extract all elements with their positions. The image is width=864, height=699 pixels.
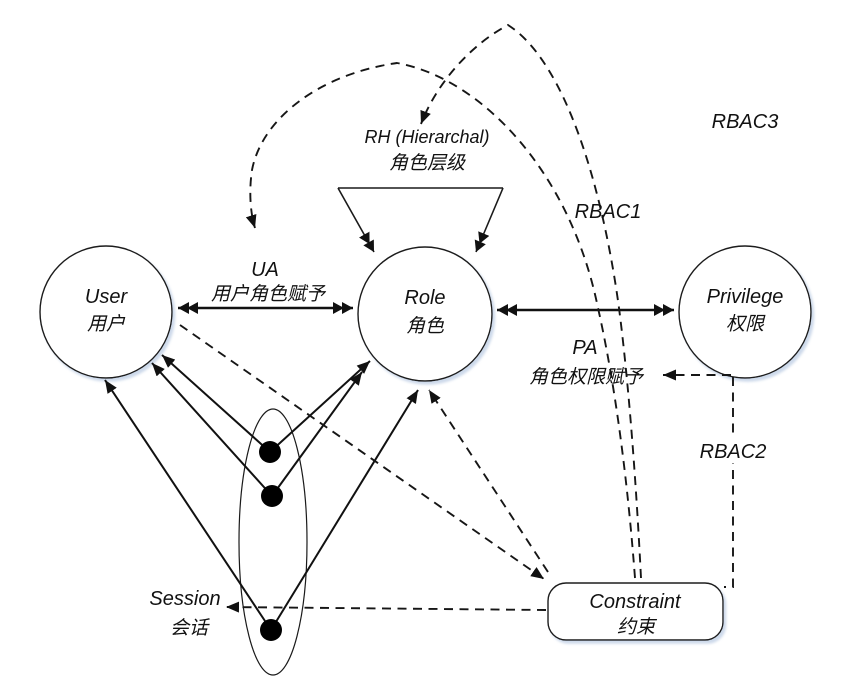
funnel-right-arrow (474, 187, 504, 253)
rbac1-label: RBAC1 (575, 201, 642, 223)
role-node-label: Role (404, 287, 445, 309)
privilege-node-label: Privilege (707, 286, 784, 308)
session-ellipse (238, 408, 308, 676)
rh-abbr-label: RH (Hierarchal) (364, 127, 489, 147)
session1-to-user-arrow (161, 354, 271, 453)
user-node-label: User (85, 286, 129, 308)
constraint-node-box (547, 582, 724, 641)
privilege-node-sublabel: 权限 (726, 314, 766, 335)
role-hierarchy-funnel (337, 187, 504, 253)
pa-abbr-label: PA (572, 337, 597, 359)
funnel-left-arrow (337, 187, 375, 253)
session1-to-role-arrow (269, 360, 371, 453)
session-dot-1 (259, 441, 281, 463)
session-dot-2 (261, 485, 283, 507)
privilege-node-circle (678, 245, 812, 379)
rbac2-label-mask (701, 438, 767, 463)
rbac3-label: RBAC3 (712, 111, 779, 133)
user-node-circle (39, 245, 173, 379)
role-node-sublabel: 角色 (406, 315, 445, 337)
constraint-to-role-dashed-arrow (428, 389, 549, 573)
rbac1-arc-to-rh (420, 23, 642, 579)
user-node-sublabel: 用户 (87, 313, 126, 335)
user-to-constraint-dashed-arrow (179, 324, 545, 580)
session-sublabel: 会话 (170, 618, 210, 639)
rbac3-arc-to-ua (245, 62, 636, 579)
rbac2-line-privilege-to-constraint (724, 377, 734, 588)
rbac2-label: RBAC2 (700, 441, 767, 463)
session2-to-user-arrow (151, 362, 273, 497)
constraint-label: Constraint (589, 591, 682, 613)
session-dot-3 (260, 619, 282, 641)
session3-to-role-arrow (270, 389, 419, 631)
session3-to-user-arrow (104, 379, 272, 631)
pa-name-label: 角色权限赋予 (529, 366, 645, 388)
session2-to-role-arrow (271, 371, 363, 497)
session-label: Session (149, 588, 220, 610)
ua-abbr-label: UA (251, 259, 279, 281)
role-node-circle (357, 246, 493, 382)
constraint-to-session-dashed-arrow (225, 601, 547, 613)
rh-name-label: 角色层级 (389, 152, 466, 174)
ua-name-label: 用户角色赋予 (211, 283, 327, 305)
constraint-sublabel: 约束 (617, 617, 658, 638)
session-links (104, 354, 419, 641)
